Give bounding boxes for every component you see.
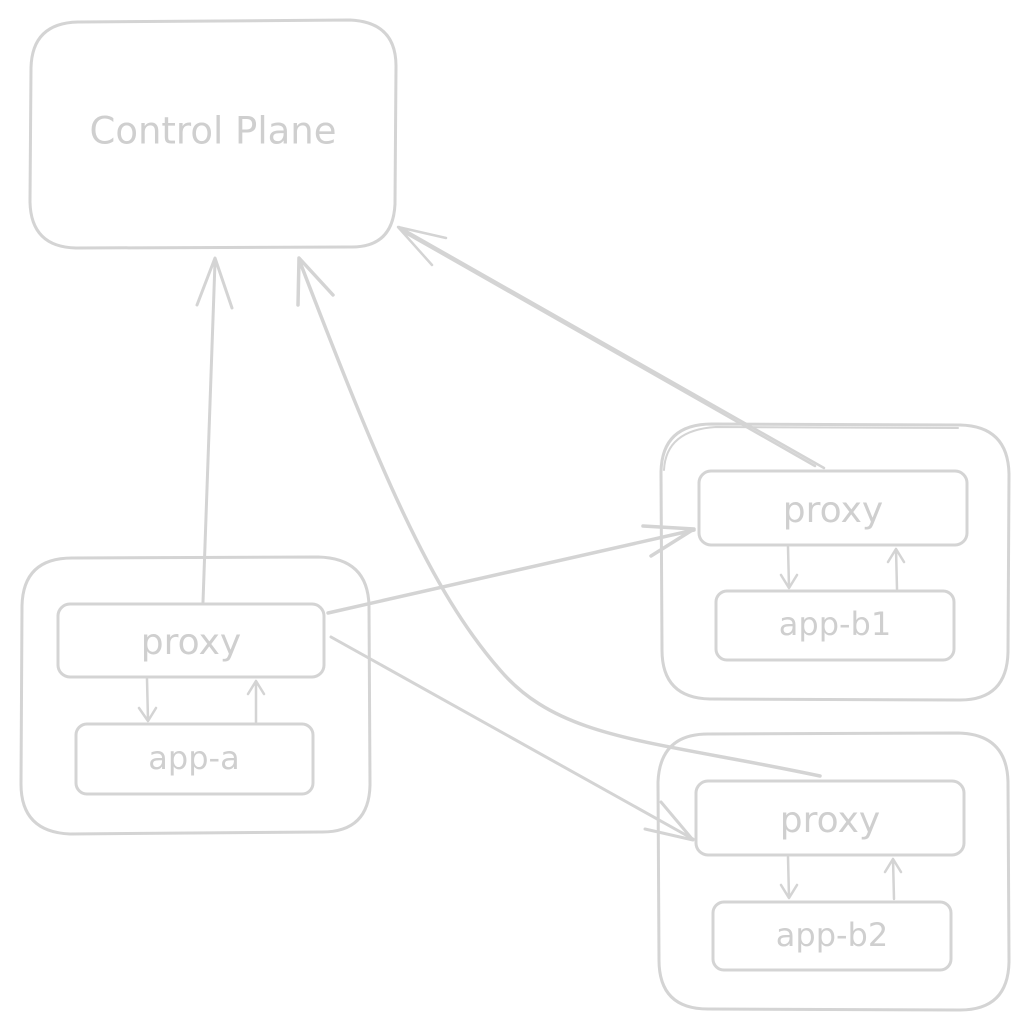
service-b1-app-box [714, 589, 956, 662]
proxy-b1-to-control-plane-arrow [396, 225, 826, 470]
service-b1-group: proxy app-b1 [659, 422, 1011, 702]
service-b2-container [656, 731, 1011, 1012]
control-plane-node: Control Plane [28, 18, 398, 250]
service-b2-app-box [711, 900, 953, 972]
service-b1-container-overstroke [663, 426, 959, 471]
service-b2-app-label: app-b2 [776, 916, 888, 954]
service-b2-proxy-to-app-arrow [779, 855, 799, 900]
service-a-group: proxy app-a [19, 555, 372, 836]
proxy-a-to-proxy-b1-arrow [326, 524, 696, 615]
control-plane-label: Control Plane [90, 110, 337, 153]
service-a-app-label: app-a [148, 739, 239, 777]
service-b2-proxy-box [694, 779, 966, 857]
service-b1-proxy-to-app-arrow [779, 545, 799, 590]
service-a-app-to-proxy-arrow [246, 679, 266, 724]
service-a-proxy-to-app-arrow [137, 677, 158, 723]
service-b2-group: proxy app-b2 [656, 731, 1011, 1012]
service-a-proxy-box [56, 602, 326, 679]
service-b1-proxy-label: proxy [783, 490, 883, 531]
data-connections [326, 524, 696, 842]
service-b1-app-label: app-b1 [779, 605, 891, 643]
service-b1-container [659, 422, 1011, 702]
control-connections [195, 225, 826, 778]
service-b1-proxy-box [697, 469, 969, 547]
service-a-app-box [74, 722, 315, 796]
service-b1-app-to-proxy-arrow [886, 547, 906, 591]
service-b2-proxy-label: proxy [780, 800, 880, 841]
control-plane-box [28, 18, 398, 250]
proxy-b2-to-control-plane-arrow [296, 256, 822, 778]
proxy-a-to-control-plane-arrow [195, 256, 234, 604]
service-a-container [19, 555, 372, 836]
service-a-proxy-label: proxy [141, 622, 241, 663]
proxy-a-to-proxy-b2-arrow [329, 635, 695, 842]
service-b2-app-to-proxy-arrow [883, 857, 903, 901]
